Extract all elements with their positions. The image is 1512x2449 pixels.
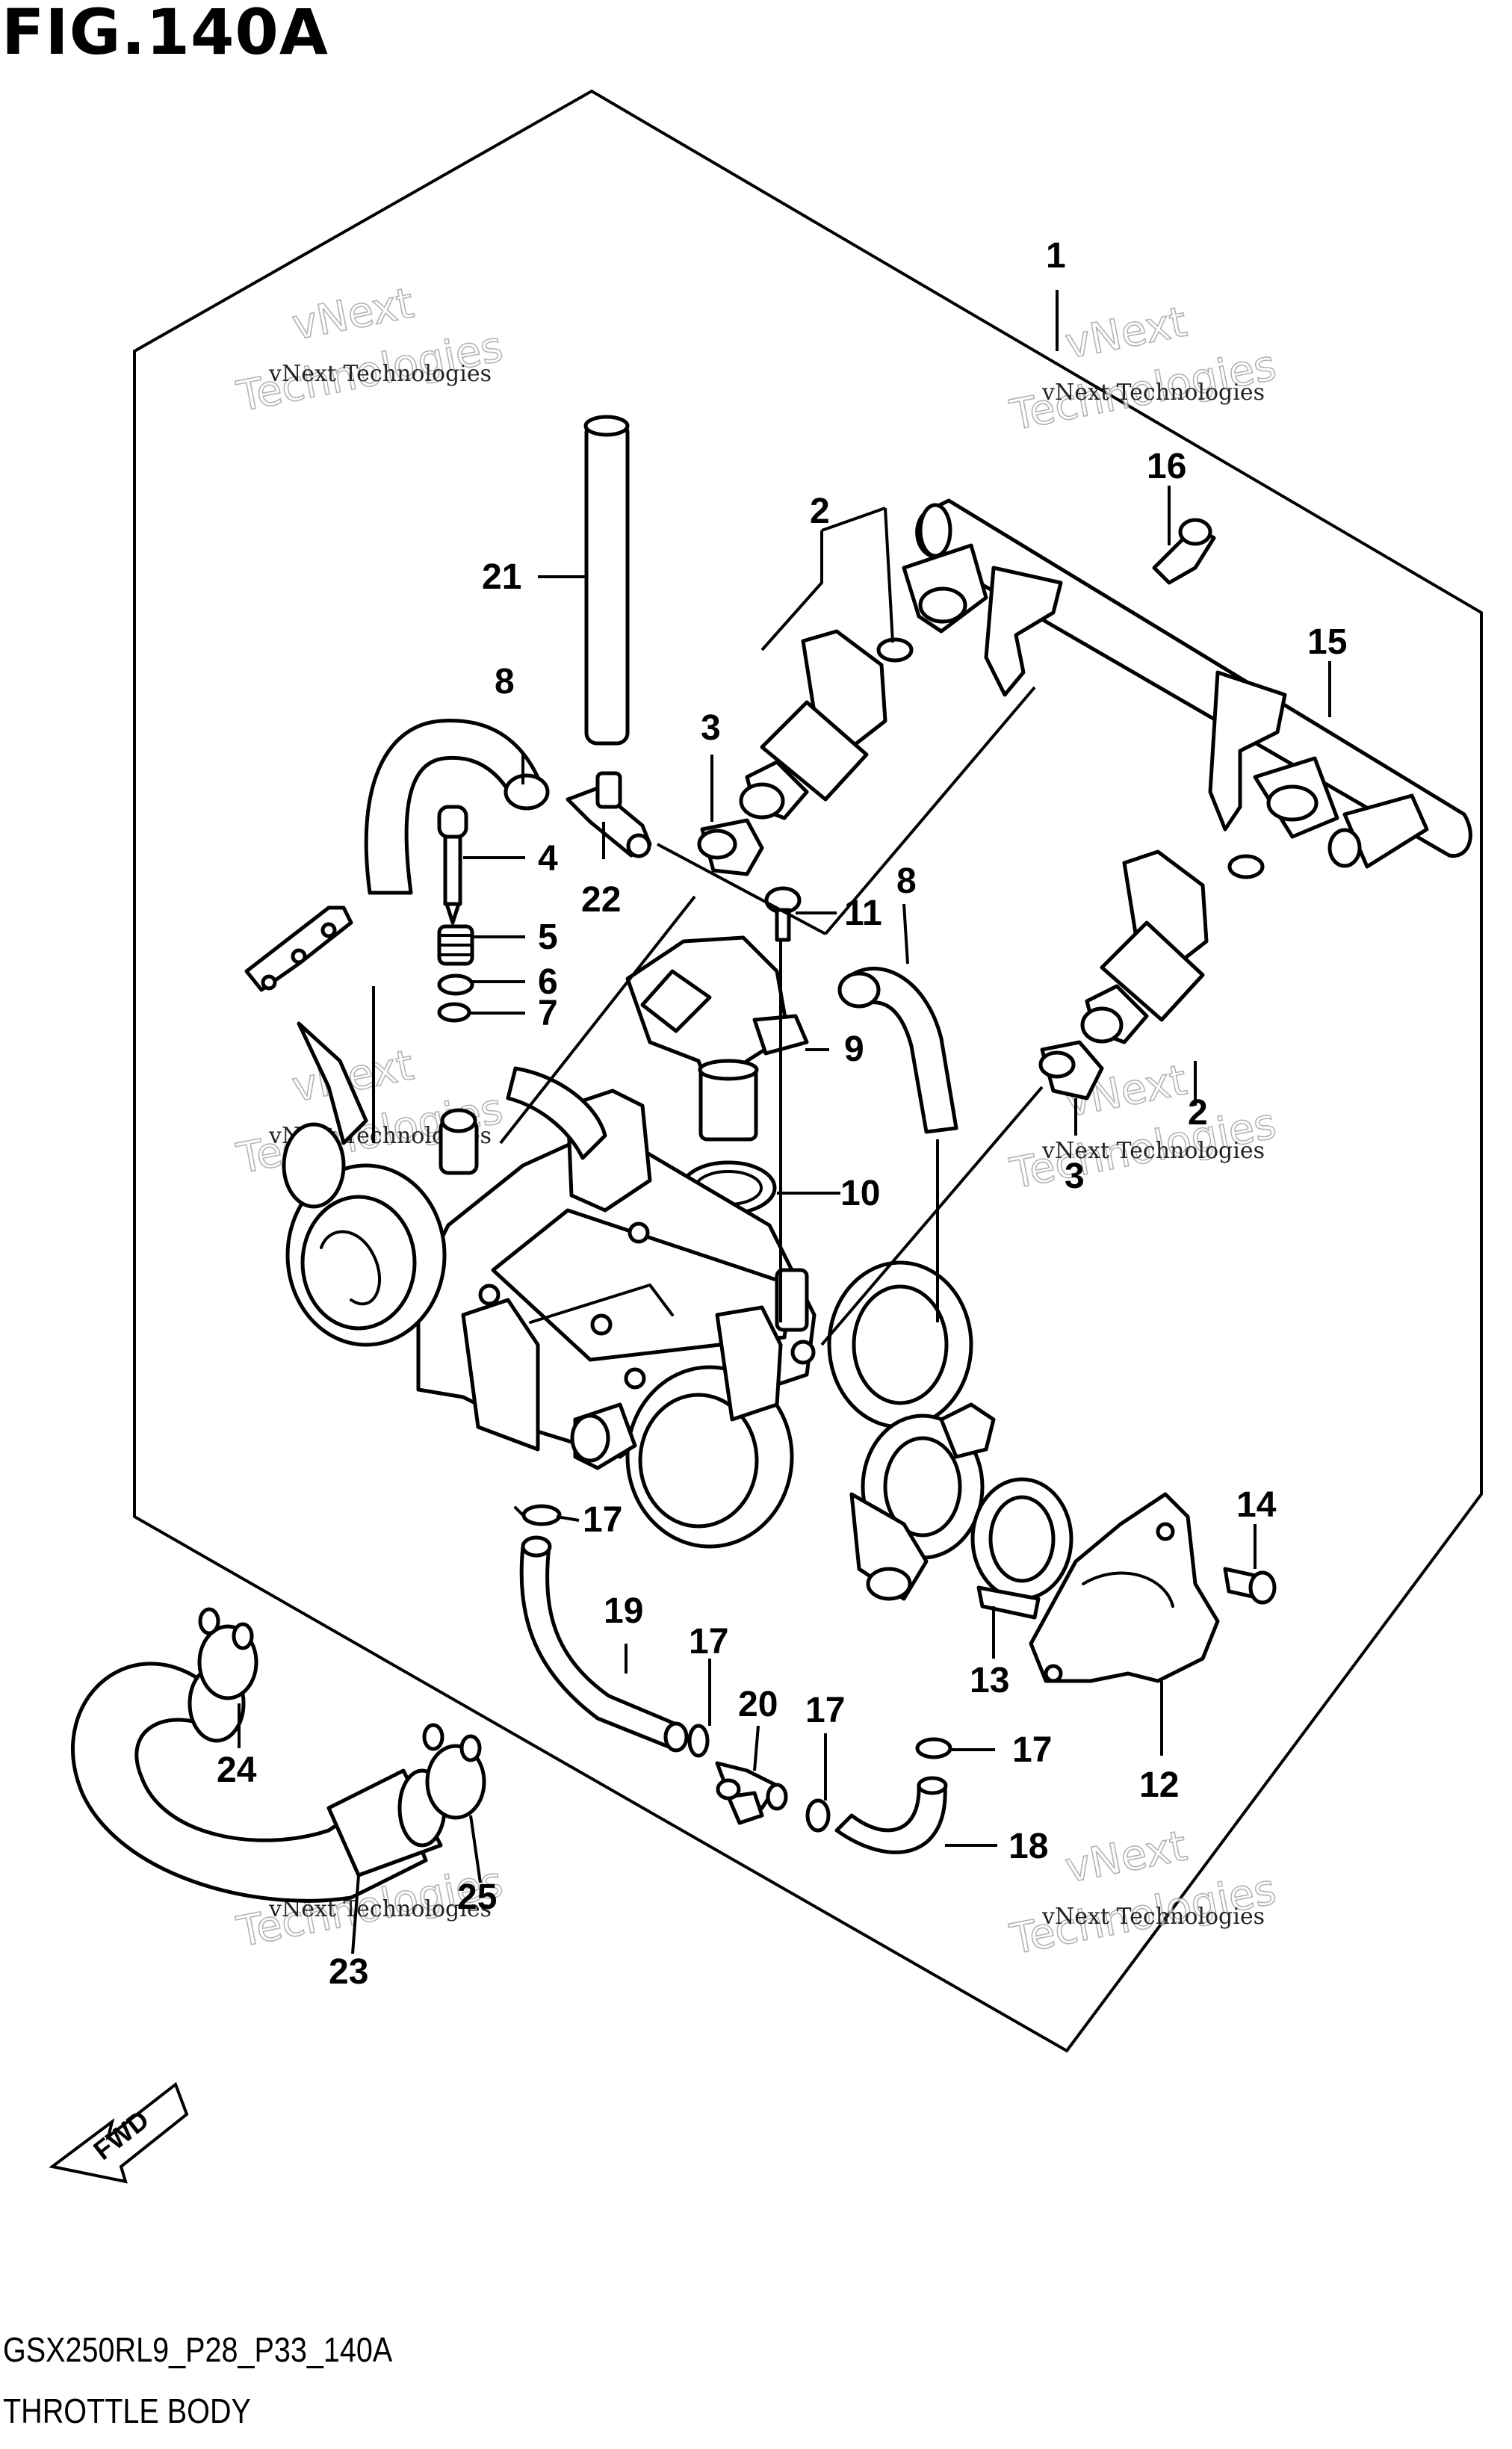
callout-21: 21 <box>482 557 521 597</box>
callout-1: 1 <box>1046 236 1066 276</box>
callout-16: 16 <box>1147 447 1186 486</box>
diagram-code: GSX250RL9_P28_P33_140A <box>3 2330 393 2369</box>
callout-17-a: 17 <box>583 1500 622 1540</box>
watermark-mid-right: vNext Technologies vNext Technologies <box>1006 1056 1280 1200</box>
part-8-hose-right <box>849 967 958 1134</box>
part-4-adjust-screw <box>437 805 468 925</box>
callout-19: 19 <box>604 1591 643 1631</box>
callout-7: 7 <box>538 994 558 1033</box>
callout-2-lower: 2 <box>1188 1093 1208 1133</box>
part-5-spring <box>437 924 474 966</box>
part-11-screw <box>764 886 802 942</box>
part-19-hose <box>519 1544 682 1750</box>
part-20-t-joint <box>715 1761 788 1825</box>
callout-23: 23 <box>329 1952 368 1992</box>
callout-15: 15 <box>1307 622 1347 662</box>
svg-text:vNext: vNext <box>1062 1821 1191 1892</box>
part-13-ring <box>970 1477 1073 1620</box>
diagram-caption: THROTTLE BODY <box>3 2391 251 2430</box>
callout-8-left: 8 <box>495 662 515 702</box>
part-22-t-joint <box>566 771 652 858</box>
callout-10: 10 <box>840 1174 880 1213</box>
svg-text:vNext Technologies: vNext Technologies <box>1041 1138 1265 1164</box>
callout-14: 14 <box>1236 1485 1277 1525</box>
part-15-fuel-pipe <box>902 498 1472 869</box>
callout-3-upper: 3 <box>701 708 721 748</box>
part-21-vacuum-hose <box>583 415 630 746</box>
callout-17-c: 17 <box>805 1691 845 1730</box>
part-17-clip-b <box>687 1724 710 1758</box>
callout-20: 20 <box>738 1685 778 1724</box>
watermark-top-left: vNext Technologies vNext Technologies <box>232 279 507 423</box>
svg-text:vNext Technologies: vNext Technologies <box>268 361 492 387</box>
callout-22: 22 <box>581 880 621 920</box>
callout-24: 24 <box>217 1750 257 1790</box>
callout-9: 9 <box>844 1030 864 1069</box>
callout-3-lower: 3 <box>1065 1157 1085 1196</box>
svg-text:vNext Technologies: vNext Technologies <box>1041 380 1265 406</box>
leader-lines <box>238 290 1331 1954</box>
callout-11: 11 <box>844 894 882 933</box>
part-14-screw <box>1223 1567 1277 1605</box>
part-17-clip-a <box>514 1504 562 1526</box>
assembly-boundary <box>133 89 1483 2053</box>
part-16-bolt <box>1152 518 1216 585</box>
part-23-big-hose <box>71 1662 428 1903</box>
part-17-clip-d <box>915 1737 952 1759</box>
callout-labels: 1 2 3 4 5 6 7 8 8 9 10 11 12 13 14 15 16… <box>217 236 1347 1992</box>
callout-2-upper: 2 <box>810 492 830 531</box>
callout-13: 13 <box>970 1661 1009 1700</box>
watermark-top-right: vNext Technologies vNext Technologies <box>1006 297 1280 442</box>
part-2-injector-lower <box>1080 849 1265 1044</box>
callout-6: 6 <box>538 962 558 1002</box>
part-24-clamp <box>197 1607 258 1700</box>
callout-12: 12 <box>1139 1765 1179 1805</box>
part-17-clip-c <box>805 1798 831 1833</box>
part-18-hose <box>834 1783 947 1854</box>
callout-4: 4 <box>538 839 558 879</box>
callout-8-right: 8 <box>896 861 917 901</box>
part-3-seal-upper <box>697 818 764 876</box>
part-3-seal-lower <box>1038 1040 1104 1100</box>
svg-text:vNext Technologies: vNext Technologies <box>1041 1904 1265 1930</box>
callout-17-b: 17 <box>689 1622 728 1662</box>
figure-title: FIG.140A <box>1 0 329 69</box>
callout-25: 25 <box>457 1877 497 1917</box>
part-2-injector-upper <box>739 629 914 820</box>
part-25-clamp <box>422 1723 486 1820</box>
callout-17-d: 17 <box>1012 1730 1052 1770</box>
svg-text:vNext: vNext <box>288 279 418 350</box>
callout-5: 5 <box>538 917 558 957</box>
svg-text:vNext: vNext <box>1062 297 1191 368</box>
part-6-washer <box>437 973 474 996</box>
part-12-tp-sensor <box>1029 1492 1220 1683</box>
part-9-sensor <box>625 935 809 1142</box>
fwd-arrow-icon: FWD <box>49 2081 189 2184</box>
part-7-o-ring <box>437 1002 471 1023</box>
throttle-body-assembly <box>282 1066 996 1601</box>
callout-18: 18 <box>1008 1827 1048 1866</box>
